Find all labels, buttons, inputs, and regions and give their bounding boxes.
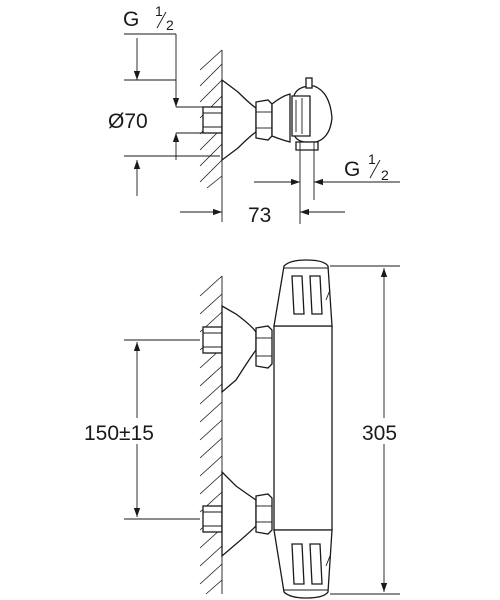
svg-text:2: 2 xyxy=(166,17,174,33)
wall-hatching-front xyxy=(199,275,223,595)
svg-text:2: 2 xyxy=(381,167,389,183)
svg-text:1: 1 xyxy=(368,151,376,167)
inlet-pipe-top xyxy=(202,106,223,134)
side-view: G 1 2 Ø70 G 1 2 73 xyxy=(108,3,400,227)
rosette-top xyxy=(221,78,257,162)
valve-body-top xyxy=(271,93,291,143)
outlet-nut-top xyxy=(295,141,319,151)
upper-connection xyxy=(202,304,273,394)
thermostat-body-front xyxy=(273,259,333,599)
projection-label: 73 xyxy=(248,204,271,227)
hex-nut-top xyxy=(255,99,273,141)
thread-label-bottom: G 1 2 xyxy=(344,151,389,183)
front-view: 150±15 305 xyxy=(84,259,410,599)
lower-connection xyxy=(202,470,273,558)
svg-text:1: 1 xyxy=(155,3,163,19)
svg-text:G: G xyxy=(344,158,360,181)
centre-distance-label: 150±15 xyxy=(84,422,154,445)
diameter-label: Ø70 xyxy=(108,110,148,133)
height-label: 305 xyxy=(362,422,397,445)
svg-text:G: G xyxy=(123,8,139,31)
thread-label-top: G 1 2 xyxy=(123,3,174,33)
